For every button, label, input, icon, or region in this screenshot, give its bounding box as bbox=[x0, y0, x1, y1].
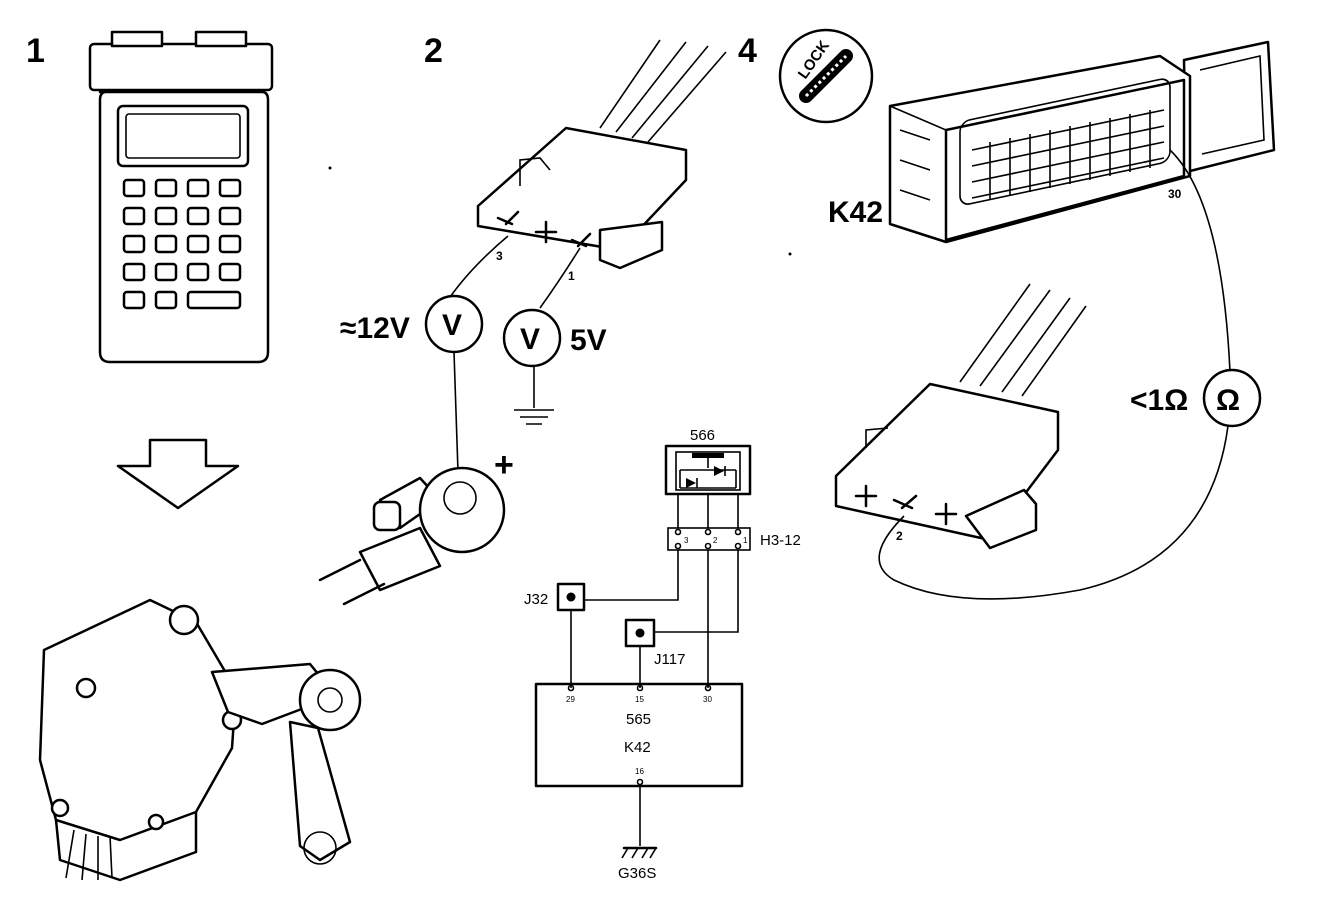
plug-pin-2-label: 2 bbox=[896, 529, 903, 543]
ecu-565-box: 29 15 30 565 K42 16 bbox=[534, 682, 744, 788]
ecu-pin-30: 30 bbox=[703, 695, 712, 704]
ignition-lock-icon: LOCK bbox=[778, 28, 874, 124]
voltage-5v-label: 5V bbox=[570, 324, 607, 357]
connector-pin-3-label: 3 bbox=[496, 249, 503, 263]
junction-j32-label: J32 bbox=[524, 591, 548, 608]
chassis-ground-icon bbox=[621, 846, 658, 859]
ecu-pin-16: 16 bbox=[635, 767, 644, 776]
step-number-2: 2 bbox=[424, 32, 443, 70]
ecu-pin-30-label: 30 bbox=[1168, 187, 1182, 201]
ecu-pin-15: 15 bbox=[635, 695, 644, 704]
step-number-1: 1 bbox=[26, 32, 45, 70]
ecu-number-label: 565 bbox=[626, 711, 651, 728]
voltage-12v-label: ≈12V bbox=[340, 312, 410, 345]
arrow-down-icon bbox=[116, 438, 240, 510]
step-number-4: 4 bbox=[738, 32, 757, 70]
throttle-position-sensor-illustration bbox=[38, 598, 362, 882]
relay-566-box bbox=[664, 444, 752, 496]
connector-pin-1: 1 bbox=[743, 536, 748, 545]
connector-h3-12-label: H3-12 bbox=[760, 532, 801, 549]
connector-h3-12: 3 2 1 bbox=[667, 527, 751, 551]
voltmeter-symbol-left: V bbox=[442, 309, 462, 342]
diagnostic-tester-illustration bbox=[88, 30, 274, 364]
voltmeter-12v: V bbox=[424, 294, 484, 354]
sensor-plug-illustration: 2 bbox=[834, 283, 1087, 550]
step2-connector-illustration: 3 1 bbox=[476, 39, 727, 283]
ground-g36s-label: G36S bbox=[618, 865, 656, 882]
voltmeter-symbol-right: V bbox=[520, 323, 540, 356]
junction-j117-label: J117 bbox=[654, 651, 685, 668]
ecu-pin-29: 29 bbox=[566, 695, 575, 704]
connector-pin-2: 2 bbox=[713, 536, 718, 545]
ground-icon bbox=[514, 366, 554, 425]
ohmmeter-symbol: Ω bbox=[1216, 384, 1240, 417]
junction-j32 bbox=[556, 582, 586, 612]
ecu-name-label: K42 bbox=[624, 739, 651, 756]
resistance-label: <1Ω bbox=[1130, 384, 1188, 417]
ecu-k42-label: K42 bbox=[828, 196, 883, 229]
wiring-schematic: 566 3 2 1 H3-12 bbox=[524, 427, 801, 882]
ecu-connector-illustration bbox=[888, 40, 1276, 244]
voltmeter-5v: V bbox=[502, 308, 562, 368]
battery-terminal-illustration bbox=[318, 466, 506, 606]
junction-j117 bbox=[624, 618, 656, 648]
tester-keypad bbox=[122, 178, 242, 310]
connector-pin-3: 3 bbox=[684, 536, 689, 545]
positive-terminal-sign: + bbox=[494, 446, 514, 484]
relay-566-label: 566 bbox=[690, 427, 715, 444]
connector-pin-1-label: 1 bbox=[568, 269, 575, 283]
ohmmeter: Ω bbox=[1202, 368, 1262, 428]
